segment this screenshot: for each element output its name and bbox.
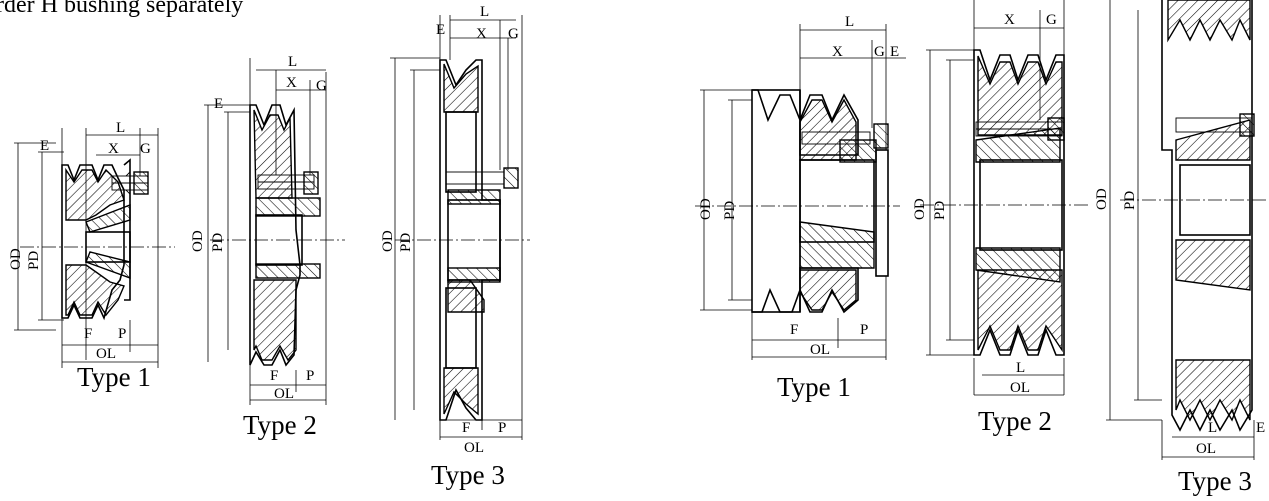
right-t1-PD: PD [722,201,738,220]
left-type2-caption: Type 2 [243,410,317,440]
left-t2-L: L [288,54,297,70]
right-type2-drawing: X G OD PD L OL [912,0,1090,396]
left-type1-drawing: L X G E OD PD F P OL [8,120,175,368]
left-t3-E: E [436,22,445,38]
right-t3-OL: OL [1196,441,1216,457]
right-t1-P: P [860,322,868,338]
right-t2-X: X [1004,12,1015,28]
right-t3-PD: PD [1122,191,1138,210]
left-type1-caption: Type 1 [77,362,151,392]
left-t3-P: P [498,420,506,436]
left-t2-P: P [306,368,314,384]
right-t1-G: G [874,44,885,60]
left-t1-PD: PD [26,251,42,270]
right-t1-F: F [790,322,798,338]
right-t3-L: L [1208,420,1217,436]
left-t3-OL: OL [464,440,484,456]
left-type3-caption: Type 3 [431,460,505,490]
left-t3-G: G [508,26,519,42]
right-t3-E: E [1256,420,1265,436]
right-t1-L: L [845,14,854,30]
left-t2-OD: OD [190,230,206,252]
left-t3-F: F [462,420,470,436]
left-t1-OD: OD [8,248,24,270]
right-type1-caption: Type 1 [777,372,851,402]
right-type3-drawing: OD PD L E OL [1094,0,1269,460]
right-t1-OD: OD [698,198,714,220]
left-t1-X: X [108,141,119,157]
header-text: rder H bushing separately [0,0,244,18]
left-type2-drawing: L X G E OD PD F P OL [190,54,345,405]
right-t2-L: L [1016,360,1025,376]
right-t3-OD: OD [1094,188,1110,210]
left-t1-P: P [118,326,126,342]
left-t2-G: G [316,78,327,94]
right-t1-X: X [832,44,843,60]
left-t2-X: X [286,75,297,91]
left-type3-drawing: L X G E OD PD F P OL [380,4,530,456]
left-t3-L: L [480,4,489,20]
left-t3-X: X [476,26,487,42]
left-t2-PD: PD [210,233,226,252]
left-t1-OL: OL [96,346,116,362]
right-t2-OD: OD [912,198,928,220]
left-t2-F: F [270,368,278,384]
left-t2-OL: OL [274,386,294,402]
right-type3-caption: Type 3 [1178,466,1252,496]
left-t3-PD: PD [398,233,414,252]
left-t1-G: G [140,141,151,157]
left-t1-L: L [116,120,125,136]
left-t2-E: E [214,96,223,112]
left-t1-F: F [84,326,92,342]
right-type2-caption: Type 2 [978,406,1052,436]
right-t1-OL: OL [810,342,830,358]
right-t2-OL: OL [1010,380,1030,396]
right-t2-PD: PD [932,201,948,220]
left-t1-E: E [40,138,49,154]
left-t3-OD: OD [380,230,396,252]
right-type1-drawing: L X G E OD PD F P OL [695,14,906,360]
right-t2-G: G [1046,12,1057,28]
right-t1-E: E [890,44,899,60]
